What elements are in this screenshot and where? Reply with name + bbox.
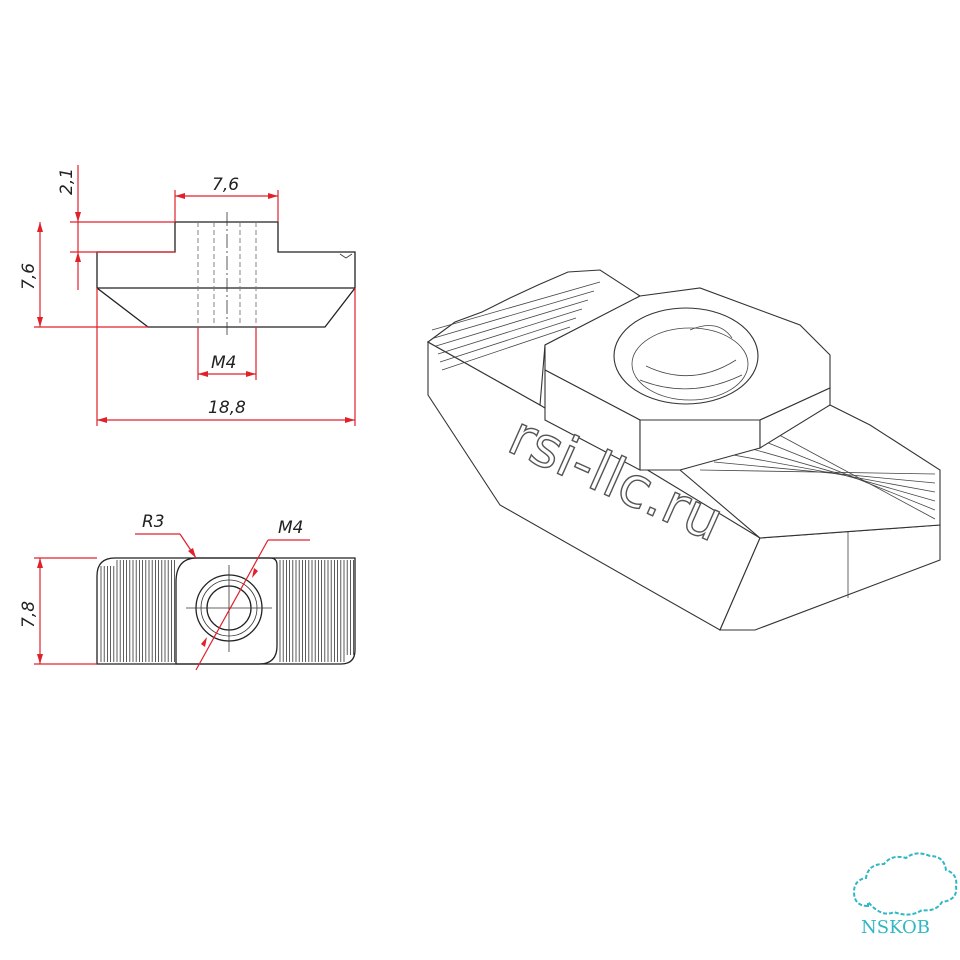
dim-total-width-label: 18,8 bbox=[208, 398, 246, 418]
top-view-boss bbox=[175, 557, 278, 665]
iso-serration-left-lines bbox=[431, 281, 601, 371]
dim-total-height-label: 7,6 bbox=[19, 263, 39, 290]
dim-top-height: 2,1 bbox=[57, 165, 175, 290]
serration-line bbox=[433, 290, 595, 339]
serration-line bbox=[439, 317, 577, 363]
dim-top-thread-label: M4 bbox=[278, 518, 303, 538]
brand-badge: NSKOB bbox=[852, 852, 958, 938]
iso-thread-curve bbox=[645, 359, 737, 376]
iso-hole-inner bbox=[631, 327, 749, 401]
dim-total-height: 7,6 bbox=[19, 222, 148, 328]
front-view-outline bbox=[96, 221, 356, 328]
top-view-outline bbox=[96, 557, 356, 665]
iso-boss-right bbox=[759, 387, 831, 449]
dim-total-width: 18,8 bbox=[96, 288, 356, 426]
serrations-left bbox=[100, 560, 176, 662]
serration-line bbox=[435, 299, 589, 347]
dim-front-thread-label: M4 bbox=[211, 353, 236, 373]
dim-top-width-label: 7,6 bbox=[212, 175, 239, 195]
dim-top-thread: M4 bbox=[195, 518, 310, 671]
serration-line bbox=[437, 308, 583, 355]
serration-line bbox=[441, 326, 571, 371]
serration-line bbox=[769, 429, 936, 520]
iso-thread-curve bbox=[639, 374, 743, 390]
groove-mark bbox=[339, 253, 353, 259]
iso-serration-right-lines bbox=[699, 429, 936, 520]
dim-top-width: 7,6 bbox=[174, 175, 279, 222]
serration-line bbox=[755, 437, 936, 511]
serration-line bbox=[741, 445, 936, 502]
top-view: 7,8 R3 M4 bbox=[19, 512, 356, 671]
dim-radius-label: R3 bbox=[142, 512, 165, 532]
badge-label: NSKOB bbox=[861, 917, 930, 938]
dim-top-view-height: 7,8 bbox=[19, 557, 97, 665]
dim-top-view-height-label: 7,8 bbox=[19, 601, 39, 628]
iso-hole-outer bbox=[613, 307, 759, 405]
iso-boss-side bbox=[639, 419, 761, 471]
dim-top-height-label: 2,1 bbox=[57, 168, 77, 195]
serration-line bbox=[431, 281, 601, 331]
front-view: 7,6 2,1 7,6 M4 bbox=[19, 165, 356, 426]
dim-front-thread: M4 bbox=[197, 327, 257, 380]
iso-serration-left bbox=[426, 269, 642, 406]
serrations-right bbox=[279, 560, 355, 662]
cloud-badge-icon bbox=[852, 852, 958, 916]
serration-line bbox=[727, 453, 936, 493]
serration-line bbox=[713, 461, 936, 484]
dim-radius: R3 bbox=[135, 512, 197, 559]
iso-thread-curve bbox=[689, 325, 733, 339]
isometric-view: rsi-llc.ru bbox=[426, 269, 941, 631]
